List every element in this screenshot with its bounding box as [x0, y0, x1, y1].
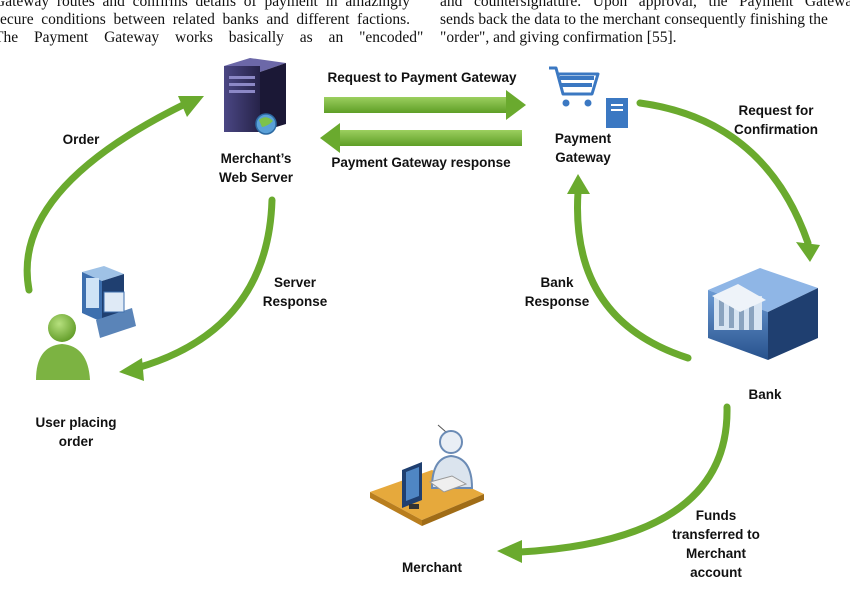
- bank-response-arrow: [567, 174, 692, 362]
- user-person-icon: [36, 314, 90, 380]
- text-line: "order", and giving confirmation [55].: [440, 29, 677, 46]
- bank-icon: [708, 268, 818, 360]
- body-text-left-column: Gateway routes and confirms details of p…: [0, 0, 424, 47]
- text-line: secure conditions between related banks …: [0, 11, 410, 28]
- body-text-right-column: and countersignature. Upon approval, the…: [440, 0, 850, 47]
- user-label-line1: User placing: [35, 415, 116, 430]
- text-line: The Payment Gateway works basically as a…: [0, 29, 424, 46]
- user-label-line2: order: [59, 434, 94, 449]
- confirmation-request-arrow: [636, 99, 820, 262]
- request-confirmation-label-line1: Request for: [738, 103, 814, 118]
- funds-label-line3: Merchant: [686, 546, 747, 561]
- web-server-label-line1: Merchant’s: [221, 151, 292, 166]
- funds-label-line1: Funds: [696, 508, 737, 523]
- funds-transfer-arrow: [497, 403, 731, 563]
- request-arrow: [324, 90, 526, 120]
- web-server-label-line2: Web Server: [219, 170, 294, 185]
- payment-gateway-icon: [549, 66, 628, 128]
- text-line: Gateway routes and confirms details of p…: [0, 0, 410, 10]
- funds-label-line2: transferred to: [672, 527, 760, 542]
- payment-gateway-label-line1: Payment: [555, 131, 612, 146]
- bank-response-label-line1: Bank: [540, 275, 574, 290]
- merchant-icon: [370, 424, 484, 526]
- merchant-label: Merchant: [402, 560, 463, 575]
- payment-gateway-label-line2: Gateway: [555, 150, 611, 165]
- text-line: sends back the data to the merchant cons…: [440, 11, 828, 28]
- bank-label: Bank: [748, 387, 782, 402]
- response-arrow: [320, 123, 522, 153]
- order-label: Order: [63, 132, 101, 147]
- order-arrow: [23, 96, 204, 294]
- request-gateway-label: Request to Payment Gateway: [327, 70, 517, 85]
- gateway-response-label: Payment Gateway response: [331, 155, 511, 170]
- bank-response-label-line2: Response: [525, 294, 590, 309]
- web-server-icon: [224, 58, 286, 135]
- text-line: and countersignature. Upon approval, the…: [440, 0, 850, 10]
- request-confirmation-label-line2: Confirmation: [734, 122, 818, 137]
- funds-label-line4: account: [690, 565, 742, 580]
- server-response-label-line1: Server: [274, 275, 317, 290]
- server-response-arrow: [119, 196, 276, 381]
- user-computer-icon: [82, 266, 136, 338]
- server-response-label-line2: Response: [263, 294, 328, 309]
